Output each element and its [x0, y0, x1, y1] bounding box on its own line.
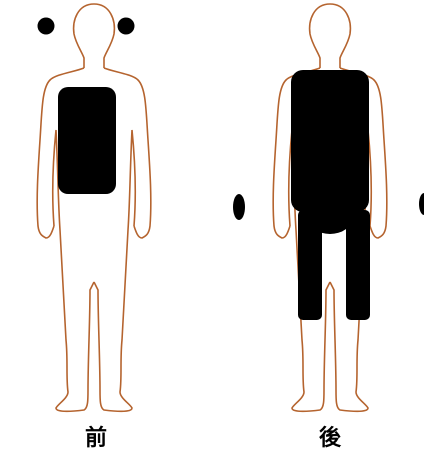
front-marker-left-ear	[38, 18, 55, 35]
front-caption: 前	[66, 420, 126, 452]
front-marker-chest	[58, 87, 116, 194]
back-marker-left-leg	[298, 210, 322, 320]
back-marker-torso	[291, 70, 369, 212]
back-marker-left-hand	[233, 194, 245, 220]
front-body-outline	[37, 4, 151, 411]
back-caption: 後	[300, 420, 360, 452]
back-marker-right-hand	[419, 193, 424, 215]
front-marker-right-ear	[118, 18, 135, 35]
front-figure	[37, 4, 151, 411]
back-marker-right-leg	[346, 210, 370, 320]
